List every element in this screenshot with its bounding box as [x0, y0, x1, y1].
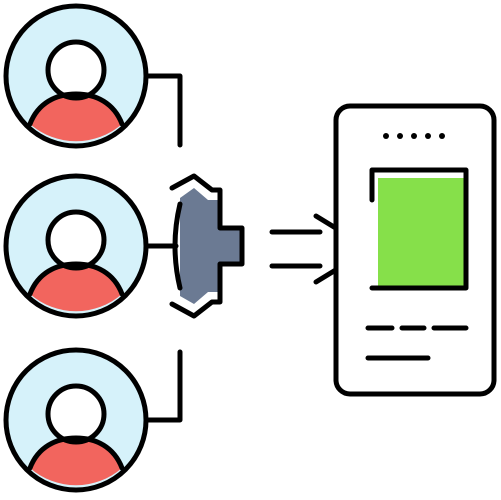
device-text-lines: [365, 325, 469, 361]
gear-outline: [169, 173, 245, 319]
gear-fill: [180, 188, 240, 304]
avatar-body: [30, 438, 122, 486]
avatar-head: [45, 209, 107, 271]
device-screen: [378, 178, 464, 288]
avatar-body-outline: [27, 91, 125, 127]
connector-line-bottom: [143, 349, 183, 423]
avatar-body: [30, 94, 122, 142]
user-avatar-icon-bottom: [3, 347, 149, 493]
avatar-body-outline: [27, 435, 125, 471]
avatar-body-outline: [27, 261, 125, 297]
avatar-head: [45, 383, 107, 445]
gear-icon: [169, 173, 245, 319]
gear-inner-outline: [172, 201, 183, 291]
user-avatar-icon-top: [3, 3, 149, 149]
device-dots: [383, 133, 445, 139]
mobile-device-icon: [333, 103, 497, 397]
connector-line-top: [143, 73, 183, 148]
connector-lines: [143, 73, 183, 423]
user-avatar-icon-middle: [3, 173, 149, 319]
avatar-head: [45, 39, 107, 101]
device-screen-frame: [369, 167, 469, 291]
avatar-body: [30, 264, 122, 312]
